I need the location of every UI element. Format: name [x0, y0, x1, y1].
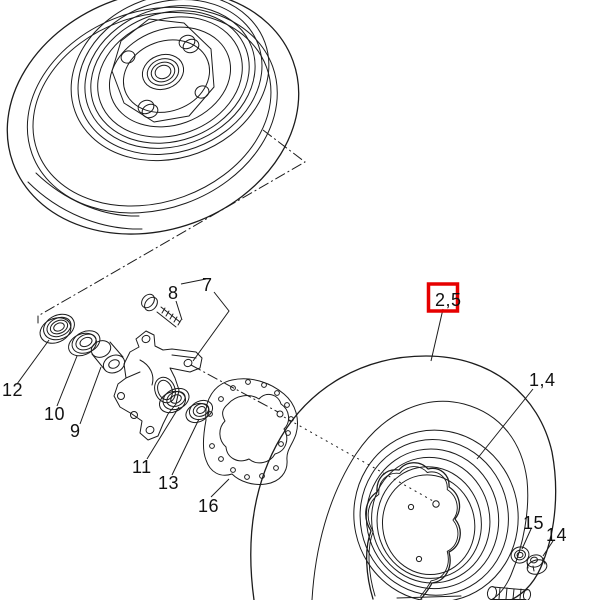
part-9-collar [90, 340, 126, 374]
hub-clover-opening [365, 462, 461, 600]
front-wheel-assembled [6, 0, 300, 235]
part-16-guard-plate [202, 378, 298, 485]
tire-shoulder-outline [311, 400, 529, 600]
part-14-nut [526, 554, 548, 575]
hub-bolt-hole [415, 555, 423, 563]
alignment-dashdot-line [190, 364, 279, 413]
part-12-seal [39, 313, 75, 344]
clipped-line-bottom [396, 595, 462, 599]
callout-11[interactable]: 11 [132, 457, 152, 477]
tire-shoulder-outline [26, 6, 278, 214]
callout-15[interactable]: 15 [523, 513, 544, 533]
callout-8[interactable]: 8 [168, 283, 179, 303]
selected-part-highlight-box [426, 282, 460, 313]
rear-wheel-back-view [250, 355, 557, 600]
wheel-rim-rings [353, 429, 519, 600]
tire-bead-arc [35, 172, 140, 217]
tire-outer-outline [6, 0, 300, 235]
tire-bead-arc [27, 181, 143, 230]
hub-plate [111, 18, 215, 123]
callout-9[interactable]: 9 [70, 421, 81, 441]
part-7-knuckle [113, 330, 203, 441]
callout-10[interactable]: 10 [44, 404, 65, 424]
hub-center-bore [141, 53, 185, 91]
part-13-seal [185, 399, 214, 424]
axis-centerline [37, 129, 306, 324]
axle-tip-clipped [486, 586, 532, 600]
part-10-bearing [68, 330, 101, 357]
callout-16[interactable]: 16 [198, 496, 219, 516]
wheel-studs [120, 34, 210, 119]
callout-12[interactable]: 12 [2, 380, 23, 400]
tire-outer-outline [250, 355, 557, 600]
hub-bolt-hole [407, 503, 415, 511]
callout-leader-lines [16, 278, 554, 557]
callout-1-4[interactable]: 1,4 [529, 370, 556, 390]
hub-bolt-hole [432, 500, 440, 508]
alignment-dotted-line [283, 416, 434, 502]
part-15-washer [510, 546, 530, 564]
callout-14[interactable]: 14 [546, 525, 567, 545]
tire-shoulder-inner-outline [32, 11, 272, 207]
callout-2-5[interactable]: 2,5 [435, 290, 462, 310]
callout-13[interactable]: 13 [158, 473, 179, 493]
callout-7[interactable]: 7 [202, 275, 213, 295]
part-8-bolt [141, 293, 182, 328]
wheel-rim-rings [70, 0, 270, 162]
